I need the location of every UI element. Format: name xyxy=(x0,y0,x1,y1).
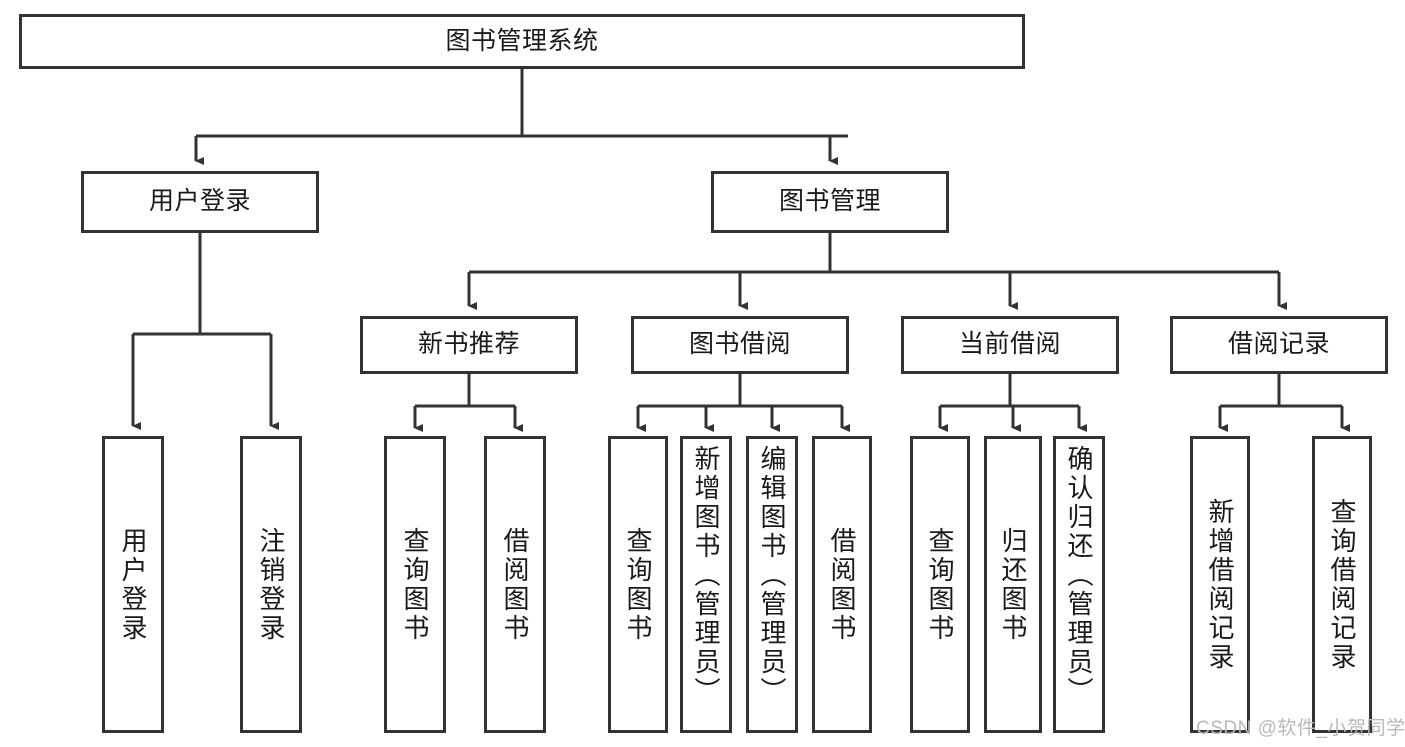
node-leaf-query-book-1[interactable]: 查询图书 xyxy=(384,436,446,733)
node-new-book-recommend[interactable]: 新书推荐 xyxy=(360,316,578,374)
node-leaf-user-login[interactable]: 用户登录 xyxy=(102,436,164,733)
node-label: 借阅图书 xyxy=(827,526,857,643)
node-label: 新增借阅记录 xyxy=(1205,497,1235,672)
node-label: 用户登录 xyxy=(118,526,148,643)
node-label: 注销登录 xyxy=(256,526,286,643)
node-root[interactable]: 图书管理系统 xyxy=(19,14,1025,69)
node-label: 借阅图书 xyxy=(500,526,530,643)
node-leaf-query-borrow-record[interactable]: 查询借阅记录 xyxy=(1312,436,1372,733)
node-leaf-logout[interactable]: 注销登录 xyxy=(240,436,302,733)
node-leaf-add-book[interactable]: 新增图书（管理员） xyxy=(680,436,732,733)
node-label: 编辑图书（管理员） xyxy=(757,445,787,706)
node-leaf-return-book[interactable]: 归还图书 xyxy=(984,436,1042,733)
node-label: 当前借阅 xyxy=(958,330,1061,359)
node-leaf-query-book-3[interactable]: 查询图书 xyxy=(910,436,970,733)
node-label: 归还图书 xyxy=(998,526,1028,643)
node-label: 图书管理 xyxy=(778,187,881,216)
watermark-text: CSDN @软件_小贺同学 xyxy=(1196,718,1405,739)
node-label: 查询图书 xyxy=(400,526,430,643)
node-label: 查询图书 xyxy=(925,526,955,643)
node-leaf-borrow-book-2[interactable]: 借阅图书 xyxy=(812,436,872,733)
node-user-login[interactable]: 用户登录 xyxy=(81,171,319,233)
node-label: 新书推荐 xyxy=(417,330,520,359)
node-leaf-edit-book[interactable]: 编辑图书（管理员） xyxy=(746,436,798,733)
node-leaf-add-borrow-record[interactable]: 新增借阅记录 xyxy=(1190,436,1250,733)
node-label: 查询借阅记录 xyxy=(1327,497,1357,672)
node-label: 新增图书（管理员） xyxy=(691,445,721,706)
node-label: 图书管理系统 xyxy=(445,26,599,55)
node-leaf-confirm-return[interactable]: 确认归还（管理员） xyxy=(1053,436,1105,733)
node-book-manage[interactable]: 图书管理 xyxy=(711,171,949,233)
node-current-borrow[interactable]: 当前借阅 xyxy=(901,316,1119,374)
node-label: 借阅记录 xyxy=(1227,330,1330,359)
node-leaf-query-book-2[interactable]: 查询图书 xyxy=(608,436,668,733)
node-label: 图书借阅 xyxy=(688,330,791,359)
node-leaf-borrow-book-1[interactable]: 借阅图书 xyxy=(484,436,546,733)
node-label: 确认归还（管理员） xyxy=(1064,445,1094,706)
node-label: 用户登录 xyxy=(148,187,251,216)
node-label: 查询图书 xyxy=(623,526,653,643)
node-book-borrow[interactable]: 图书借阅 xyxy=(631,316,849,374)
node-borrow-record[interactable]: 借阅记录 xyxy=(1170,316,1388,374)
